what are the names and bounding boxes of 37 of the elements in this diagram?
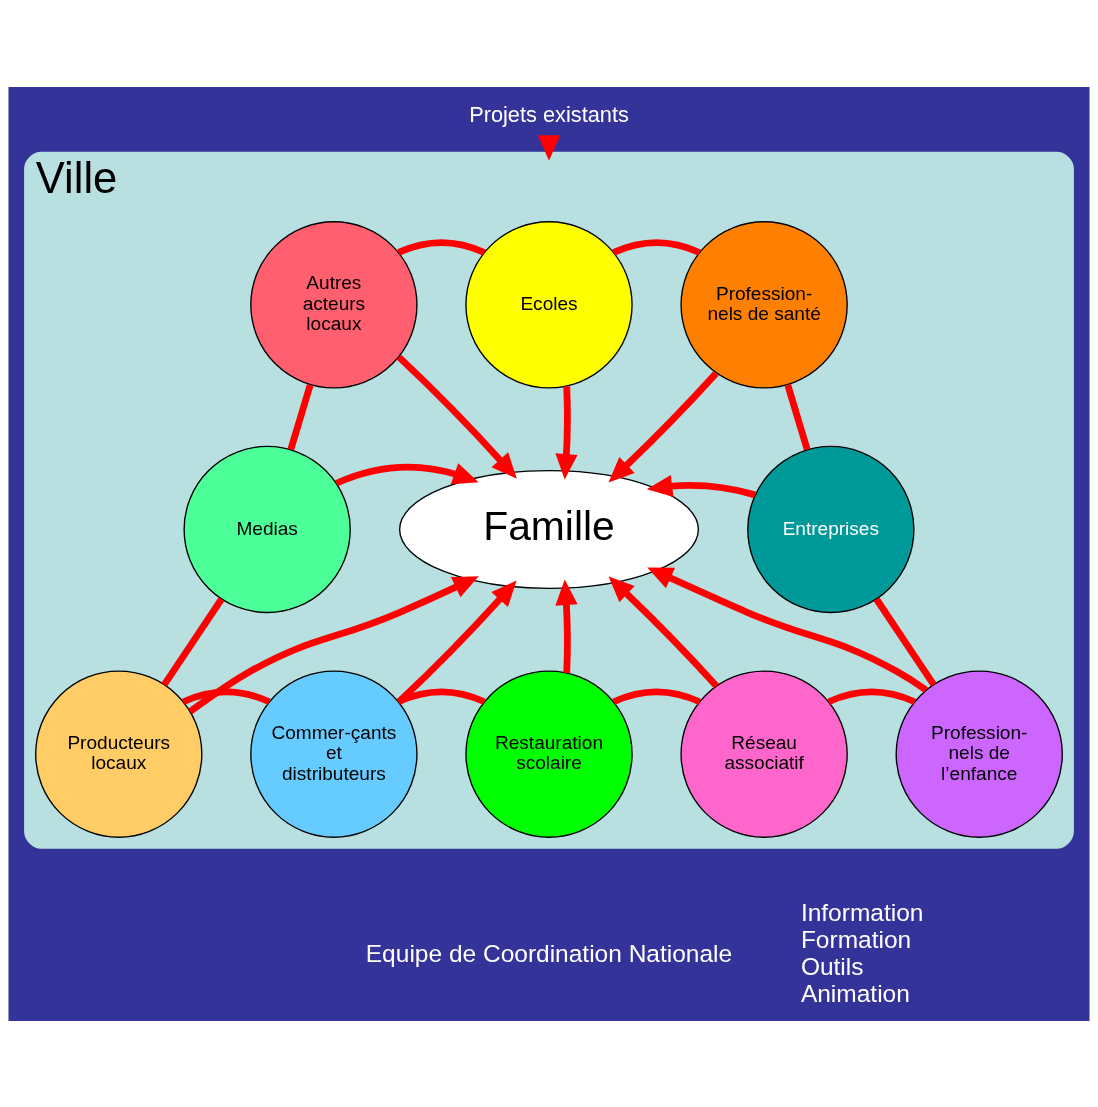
label: Equipe de Coordination Nationale [365,939,733,967]
connector [784,383,811,450]
connector [161,596,225,686]
label: Information [800,898,924,926]
node-circle: Producteurs locaux [35,669,203,838]
connector [612,238,701,256]
arrow [335,462,479,486]
label: Formation [800,925,912,953]
arrow [555,579,578,673]
connector [827,687,916,705]
connector [397,238,486,256]
arrow [396,580,517,705]
node-text: Projets existants [469,101,629,127]
arrow [608,370,719,483]
connector [397,687,486,705]
arrow [608,576,719,688]
node-circle: Ecoles [465,220,633,389]
arrow [537,134,561,161]
arrow [555,385,578,480]
connector [287,383,314,450]
node-circle: Réseau associatif [680,669,848,838]
arrow [647,567,928,693]
arrow [646,474,756,498]
node-circle: Medias [183,445,351,613]
label: Animation [800,979,910,1007]
node-circle: Autres acteurs locaux [250,220,418,389]
connector [873,596,937,686]
node-circle: Profession-nels de l’enfance [895,669,1063,838]
node-circle: Profession-nels de santé [680,220,848,389]
connector [612,687,701,705]
arrow [396,354,517,479]
connector [182,687,271,705]
node-circle: Entreprises [747,445,915,613]
label: Outils [800,952,864,980]
arrow [188,575,479,714]
node-circle: Restauration scolaire [465,669,633,838]
node-circle: Commer-çants et distributeurs [250,669,418,838]
